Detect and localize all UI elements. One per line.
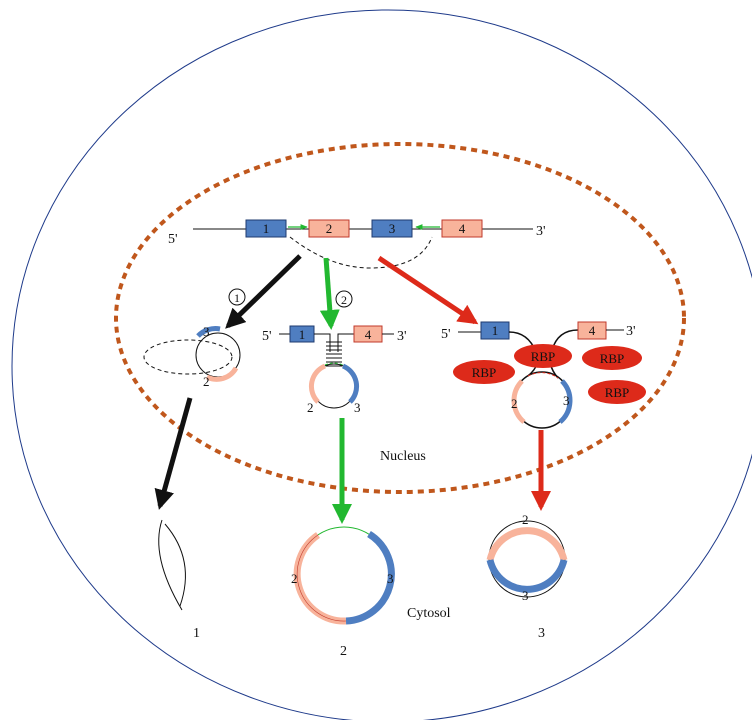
svg-text:2: 2 xyxy=(511,396,518,411)
five-prime-label: 5' xyxy=(168,232,178,247)
cytosol-label: Cytosol xyxy=(407,606,451,621)
route1-lariat: 3 2 xyxy=(143,324,241,389)
route1-export-arrow xyxy=(154,397,193,510)
exon-4 xyxy=(441,219,483,238)
exon-2 xyxy=(308,219,350,238)
route1-exon3-label: 3 xyxy=(203,324,210,339)
exon-1-label: 1 xyxy=(263,221,270,236)
pre-mrna: 1 2 3 4 5' 3' xyxy=(168,219,546,269)
svg-text:3: 3 xyxy=(563,393,570,408)
three-prime-label: 3' xyxy=(536,224,546,239)
exon-3 xyxy=(371,219,413,238)
product-2-label: 2 xyxy=(340,644,347,659)
route3-rbp: 5' 1 4 3' RBP RBP RBP RBP 2 3 xyxy=(441,321,646,429)
svg-text:2: 2 xyxy=(307,400,314,415)
route1-exon2-label: 2 xyxy=(203,374,210,389)
exon-1 xyxy=(245,219,287,238)
route2-arrow xyxy=(319,257,340,330)
route2-intron-pairing: 5' 1 4 3' 2 3 xyxy=(262,325,407,415)
exon-2-label: 2 xyxy=(326,221,333,236)
rbp-right-top xyxy=(582,346,642,370)
route1-arrow xyxy=(225,254,302,329)
route3-five-prime: 5' xyxy=(441,327,451,342)
exon-4-label: 4 xyxy=(459,221,466,236)
svg-text:4: 4 xyxy=(365,327,372,342)
svg-text:2: 2 xyxy=(291,571,298,586)
route2-marker: 2 xyxy=(341,293,347,307)
svg-text:3: 3 xyxy=(354,400,361,415)
nucleus-label: Nucleus xyxy=(380,449,426,464)
svg-text:1: 1 xyxy=(299,327,306,342)
rbp-right-bottom xyxy=(588,380,646,404)
rbp-center xyxy=(514,344,572,368)
nucleus-envelope xyxy=(114,142,686,494)
svg-text:RBP: RBP xyxy=(605,385,630,400)
svg-text:4: 4 xyxy=(589,323,596,338)
svg-text:3: 3 xyxy=(387,571,394,586)
product-2: 2 3 xyxy=(291,526,395,625)
route1-marker: 1 xyxy=(234,291,240,305)
svg-text:RBP: RBP xyxy=(472,365,497,380)
product-3-label: 3 xyxy=(538,626,545,641)
product-3: 2 3 xyxy=(486,512,568,603)
svg-text:RBP: RBP xyxy=(600,351,625,366)
svg-text:1: 1 xyxy=(492,323,499,338)
product-1 xyxy=(158,519,186,611)
svg-text:RBP: RBP xyxy=(531,349,556,364)
route2-five-prime: 5' xyxy=(262,329,272,344)
product-1-label: 1 xyxy=(193,626,200,641)
route2-three-prime: 3' xyxy=(397,329,407,344)
svg-text:2: 2 xyxy=(522,512,529,527)
cell-membrane xyxy=(11,9,752,723)
route3-exon-1 xyxy=(480,321,510,340)
exon-3-label: 3 xyxy=(389,221,396,236)
rbp-left xyxy=(453,360,515,384)
route3-three-prime: 3' xyxy=(626,324,636,339)
svg-text:3: 3 xyxy=(522,588,529,603)
route3-arrow xyxy=(377,255,479,325)
